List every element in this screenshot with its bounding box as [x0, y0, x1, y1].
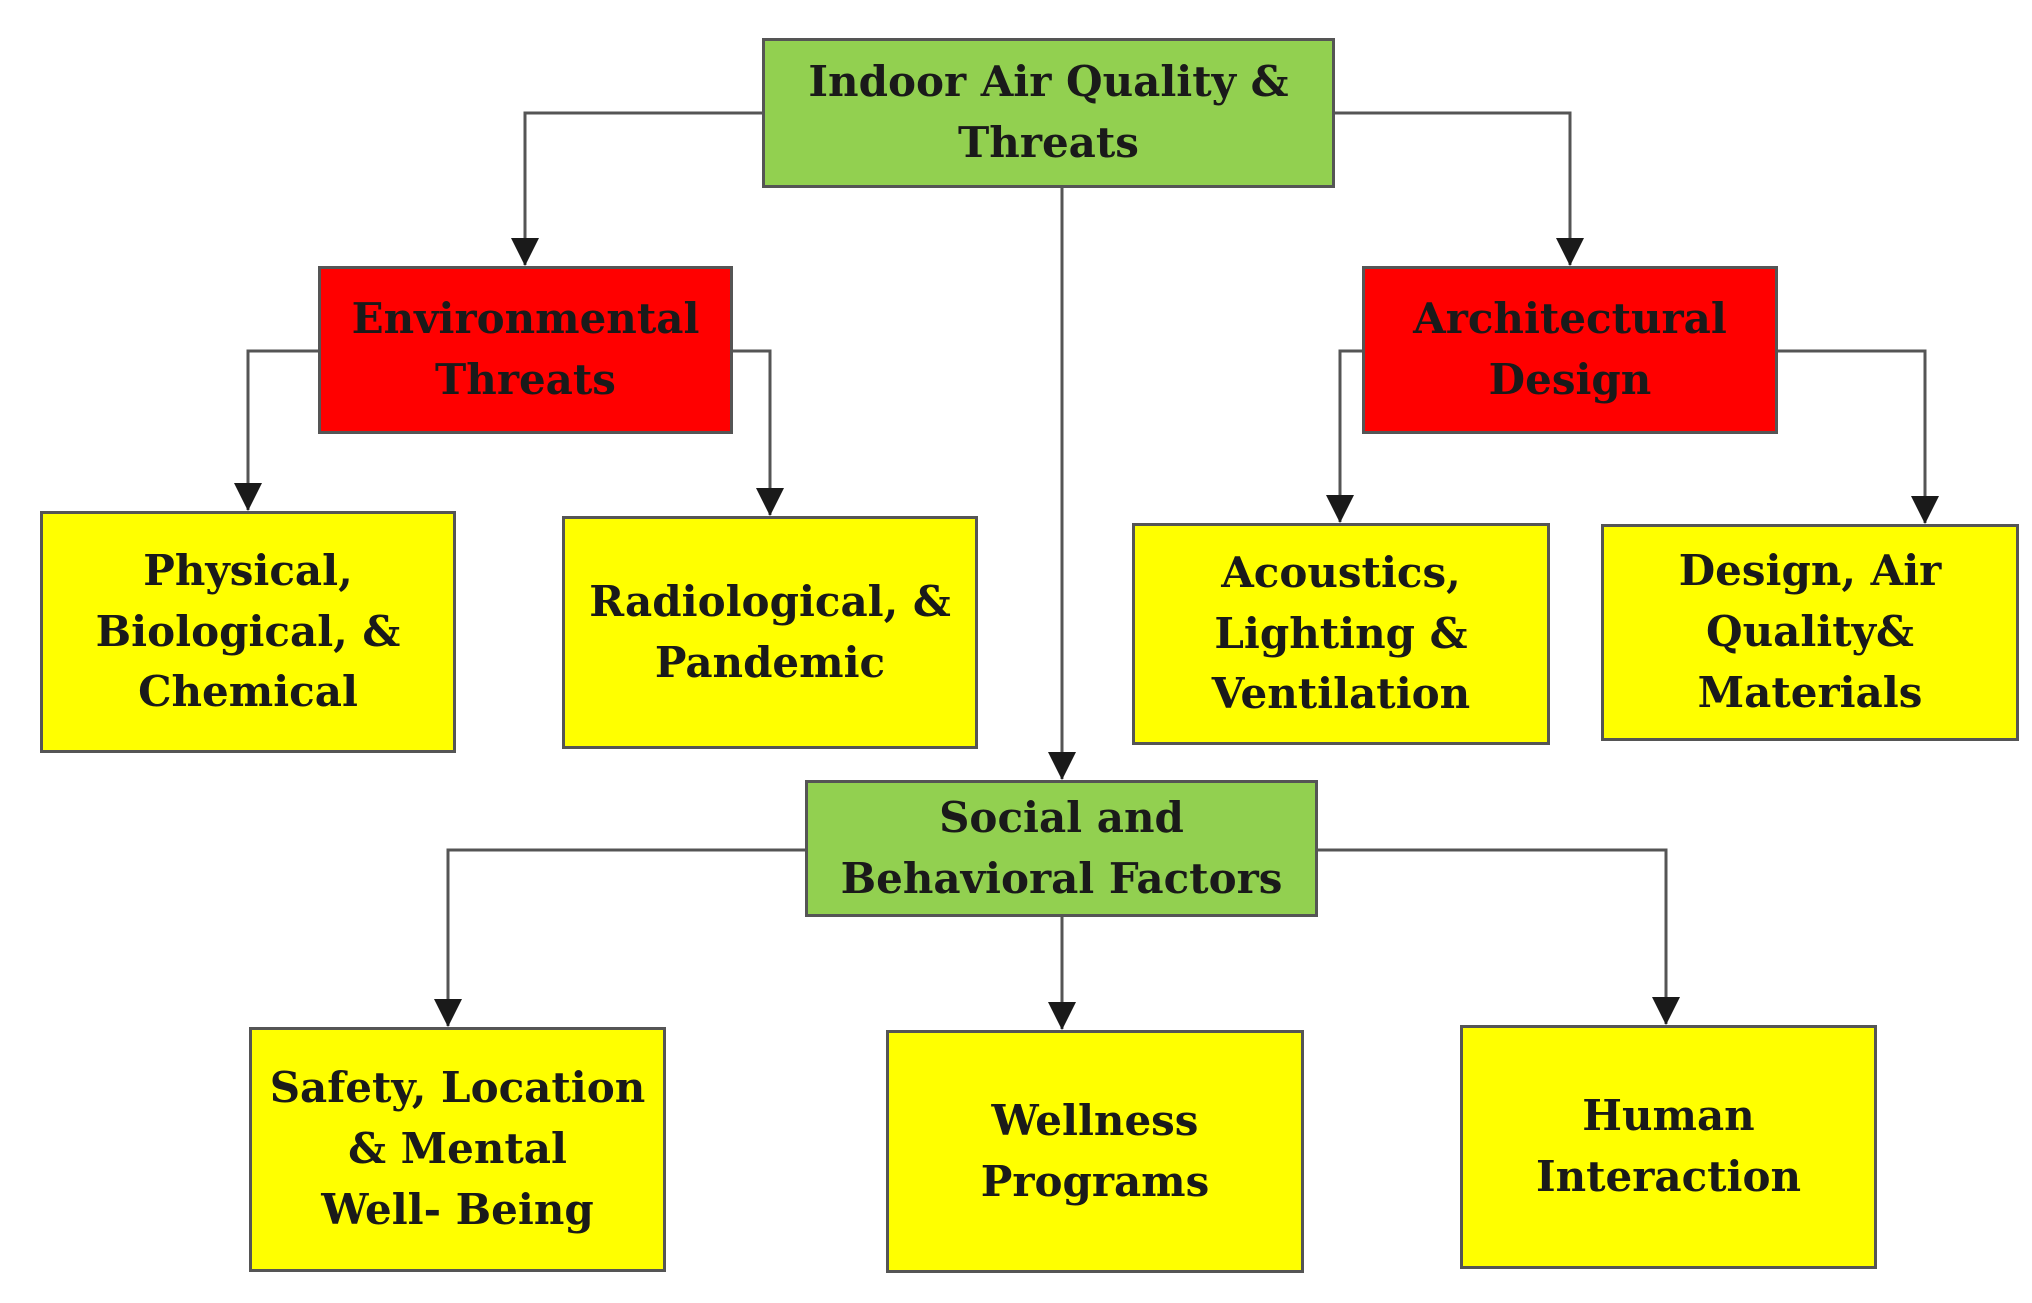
node-line: Environmental — [351, 294, 700, 344]
node-line: Pandemic — [654, 637, 886, 687]
connector-architectural-acoustics — [1338, 349, 1362, 522]
node-line: Indoor Air Quality & — [808, 57, 1289, 107]
node-line: Programs — [980, 1156, 1210, 1206]
node-line: Ventilation — [1211, 669, 1471, 719]
node-line: Design, Air — [1678, 546, 1942, 596]
connector-social-human — [1318, 848, 1668, 1024]
node-physical-biological-chemical: Physical, Biological, & Chemical — [40, 511, 456, 753]
arrowhead-human — [1652, 997, 1680, 1025]
node-safety-location-mental-wellbeing: Safety, Location & Mental Well- Being — [249, 1027, 666, 1272]
node-line: Physical, — [143, 545, 353, 595]
arrowhead-environmental — [511, 238, 539, 266]
node-line: Materials — [1697, 667, 1923, 717]
node-line: Social and — [939, 792, 1184, 842]
arrowhead-radiological — [756, 488, 784, 516]
arrowhead-social — [1048, 752, 1076, 780]
node-architectural-design: Architectural Design — [1362, 266, 1778, 434]
node-line: & Mental — [348, 1124, 567, 1174]
node-line: Radiological, & — [589, 576, 951, 626]
node-line: Quality& — [1706, 607, 1914, 657]
connector-architectural-design-air — [1778, 349, 1927, 523]
node-line: Wellness — [991, 1095, 1199, 1145]
node-line: Biological, & — [95, 606, 401, 656]
node-line: Safety, Location — [269, 1063, 646, 1113]
arrowhead-wellness — [1048, 1002, 1076, 1030]
connector-root-architectural — [1335, 111, 1572, 265]
arrowhead-safety — [434, 999, 462, 1027]
arrowhead-acoustics — [1326, 495, 1354, 523]
connector-social-safety — [446, 848, 805, 1026]
node-human-interaction: Human Interaction — [1460, 1025, 1877, 1269]
node-line: Threats — [958, 118, 1139, 167]
node-line: Chemical — [138, 667, 358, 717]
node-line: Threats — [435, 355, 616, 404]
connector-environmental-physical — [246, 349, 318, 510]
node-design-air-quality-materials: Design, Air Quality& Materials — [1601, 524, 2019, 741]
node-line: Behavioral Factors — [840, 853, 1283, 903]
connector-environmental-radiological — [733, 349, 772, 515]
node-line: Design — [1488, 355, 1652, 404]
arrowhead-architectural — [1556, 238, 1584, 266]
node-line: Human — [1582, 1091, 1755, 1141]
node-line: Architectural — [1413, 294, 1727, 344]
node-line: Well- Being — [321, 1184, 594, 1234]
connector-root-environmental — [523, 111, 762, 265]
arrowhead-design-air — [1911, 496, 1939, 524]
node-line: Interaction — [1535, 1152, 1802, 1201]
node-wellness-programs: Wellness Programs — [886, 1030, 1304, 1273]
arrowhead-physical — [234, 483, 262, 511]
node-social-behavioral-factors: Social and Behavioral Factors — [805, 780, 1318, 917]
node-indoor-air-quality-threats: Indoor Air Quality & Threats — [762, 38, 1335, 188]
node-line: Lighting & — [1214, 608, 1468, 658]
node-line: Acoustics, — [1221, 547, 1461, 597]
node-radiological-pandemic: Radiological, & Pandemic — [562, 516, 978, 749]
node-environmental-threats: Environmental Threats — [318, 266, 733, 434]
node-acoustics-lighting-ventilation: Acoustics, Lighting & Ventilation — [1132, 523, 1550, 745]
